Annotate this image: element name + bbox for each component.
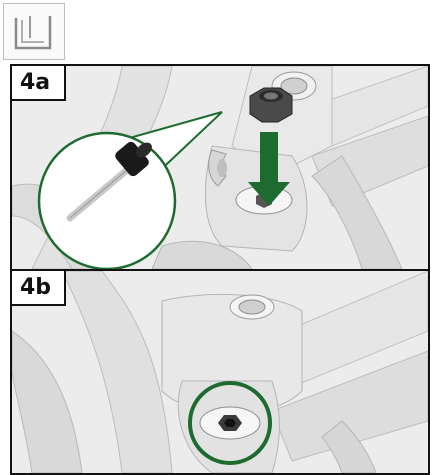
- hammer-icon: [66, 141, 152, 222]
- step-4a-illustration: [12, 66, 428, 269]
- step-label-4b: 4b: [12, 271, 66, 306]
- step-panel-4a: 4a: [10, 64, 430, 271]
- step-label-4a: 4a: [12, 66, 66, 101]
- step-panel-4b: 4b: [10, 269, 430, 475]
- step-4b-illustration: [12, 271, 428, 473]
- bracket-thumbnail: [3, 3, 65, 60]
- hex-bolt-icon: [249, 87, 293, 123]
- arrow-down-icon: [248, 132, 290, 206]
- bracket-icon: [14, 16, 52, 50]
